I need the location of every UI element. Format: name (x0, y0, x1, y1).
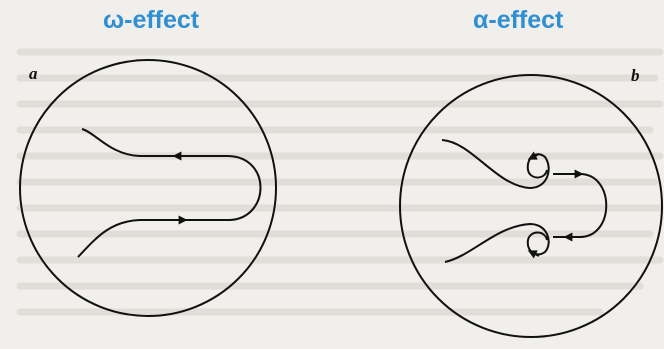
field-line-omega (78, 129, 261, 257)
field-loop-alpha (553, 174, 606, 237)
field-line-alpha-upper (442, 140, 549, 188)
field-line-alpha-lower (445, 224, 549, 262)
sphere-b (400, 75, 662, 337)
alpha-effect-panel (400, 75, 662, 337)
sphere-a (20, 60, 276, 316)
omega-effect-panel (20, 60, 276, 316)
